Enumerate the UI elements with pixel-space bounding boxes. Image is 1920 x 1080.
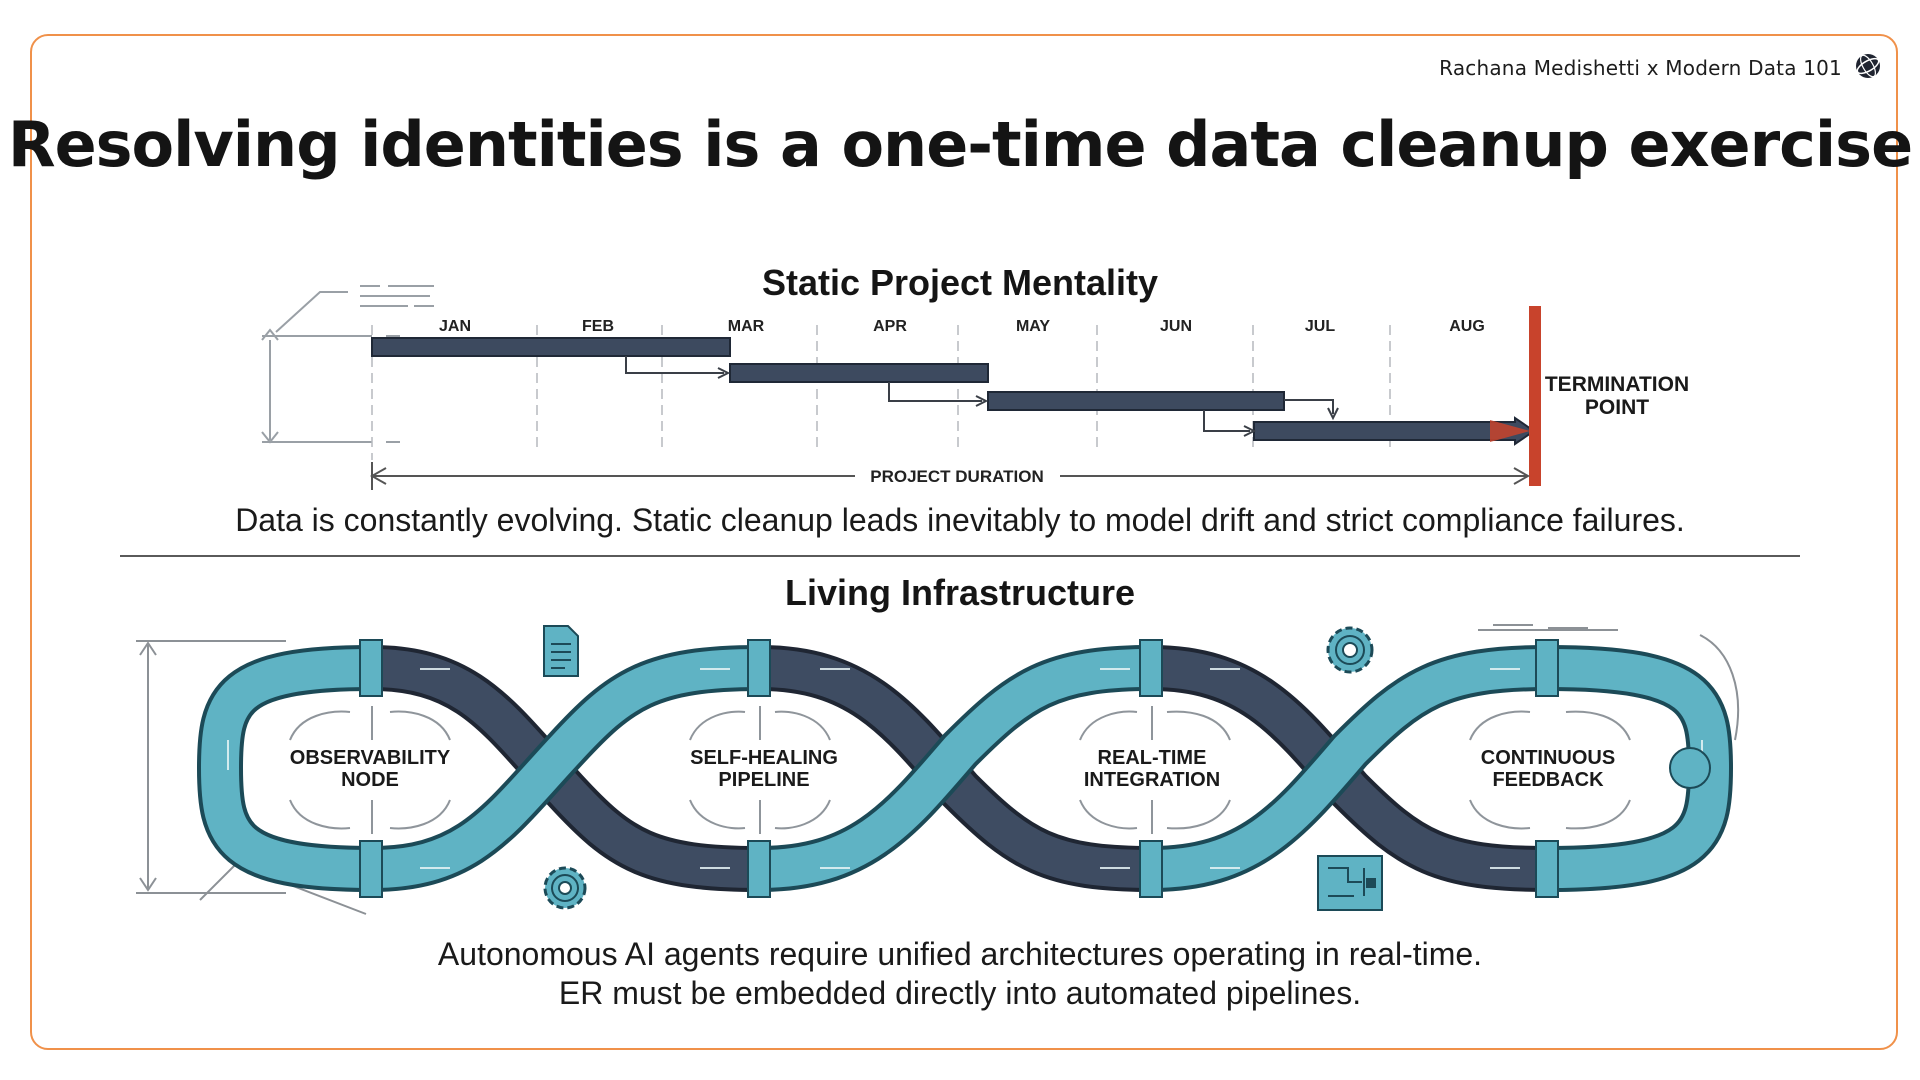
month-label-mar: MAR xyxy=(728,318,765,335)
static-section-heading: Static Project Mentality xyxy=(761,262,1159,303)
node-label-observability-line1: OBSERVABILITY xyxy=(290,747,451,769)
node-label-real-time-line2: INTEGRATION xyxy=(1084,769,1220,791)
month-label-apr: APR xyxy=(873,318,907,335)
month-label-jul: JUL xyxy=(1305,318,1335,335)
pipe-valve xyxy=(1669,747,1711,789)
pipe-coupling xyxy=(1535,840,1559,898)
node-label-real-time-line1: REAL-TIME xyxy=(1098,747,1207,769)
month-label-aug: AUG xyxy=(1449,318,1485,335)
living-caption-line2: ER must be embedded directly into automa… xyxy=(558,975,1362,1011)
page-title: Resolving identities is a one-time data … xyxy=(7,108,1913,181)
node-label-observability-line2: NODE xyxy=(341,769,399,791)
attribution-text: Rachana Medishetti x Modern Data 101 xyxy=(1439,56,1842,80)
globe-logo-icon xyxy=(1856,54,1880,78)
node-label-self-healing-line1: SELF-HEALING xyxy=(690,747,838,769)
annotation-marks xyxy=(261,285,434,444)
node-label-self-healing-line2: PIPELINE xyxy=(718,769,809,791)
living-section-heading: Living Infrastructure xyxy=(784,572,1136,613)
gantt-bar-2 xyxy=(729,363,989,383)
pipe-coupling xyxy=(747,840,771,898)
gantt-bar-3 xyxy=(987,391,1285,411)
gantt-diagram: JAN FEB MAR APR MAY JUN JUL AUG TERMINAT… xyxy=(261,285,1689,490)
section-divider xyxy=(120,555,1800,557)
month-label-jun: JUN xyxy=(1160,318,1192,335)
circuit-chip-icon xyxy=(1317,855,1383,911)
pipe-coupling xyxy=(1139,840,1163,898)
static-section-caption: Data is constantly evolving. Static clea… xyxy=(235,502,1685,538)
pipe-coupling xyxy=(1139,639,1163,697)
gantt-arrow-tip xyxy=(1490,420,1530,442)
gear-icon xyxy=(1326,626,1374,674)
termination-label-line1: TERMINATION xyxy=(1545,373,1689,396)
pipe-coupling xyxy=(1535,639,1559,697)
month-label-feb: FEB xyxy=(582,318,614,335)
termination-label-line2: POINT xyxy=(1585,396,1649,419)
month-label-may: MAY xyxy=(1016,318,1050,335)
pipe-coupling xyxy=(359,840,383,898)
duration-arrow xyxy=(369,462,1531,490)
inner-loop-arrows xyxy=(289,706,1631,834)
node-label-continuous-line1: CONTINUOUS xyxy=(1481,747,1615,769)
gantt-bar-1 xyxy=(371,337,731,357)
pipe-coupling xyxy=(747,639,771,697)
gantt-bar-4 xyxy=(1253,416,1536,446)
dimension-marks xyxy=(136,624,1739,915)
month-label-jan: JAN xyxy=(439,318,471,335)
pipe-coupling xyxy=(359,639,383,697)
dependency-arrows xyxy=(625,356,1339,437)
duration-label: PROJECT DURATION xyxy=(870,467,1043,486)
slide-frame xyxy=(30,34,1898,1050)
document-icon xyxy=(543,625,579,677)
gear-icon xyxy=(543,866,587,910)
living-caption-line1: Autonomous AI agents require unified arc… xyxy=(437,936,1483,972)
termination-line xyxy=(1529,306,1541,486)
node-label-continuous-line2: FEEDBACK xyxy=(1492,769,1604,791)
infinity-pipeline-diagram: OBSERVABILITY NODE SELF-HEALING PIPELINE… xyxy=(136,624,1739,915)
